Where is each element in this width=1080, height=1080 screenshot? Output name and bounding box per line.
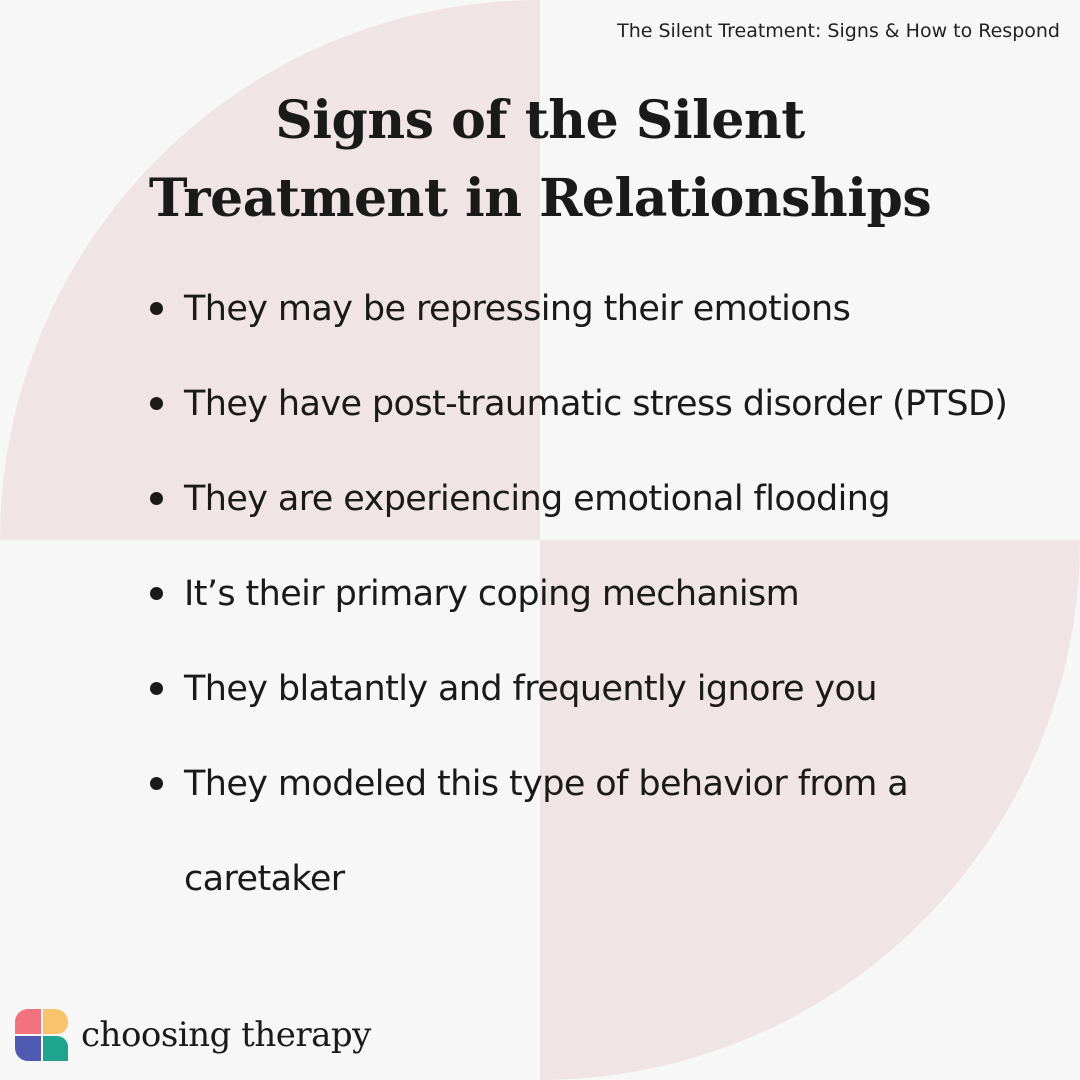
title-line-2: Treatment in Relationships <box>148 168 932 229</box>
sign-text: They modeled this type of behavior from … <box>184 764 909 899</box>
article-title-caption: The Silent Treatment: Signs & How to Res… <box>617 20 1060 42</box>
title-line-1: Signs of the Silent <box>275 90 805 151</box>
bullet-icon <box>150 587 163 600</box>
sign-text: They blatantly and frequently ignore you <box>184 669 878 709</box>
list-item: They blatantly and frequently ignore you <box>150 642 1030 737</box>
bullet-icon <box>150 397 163 410</box>
list-item: They may be repressing their emotions <box>150 262 1030 357</box>
sign-text: They may be repressing their emotions <box>184 289 851 329</box>
list-item: They are experiencing emotional flooding <box>150 452 1030 547</box>
choosing-therapy-logo-icon <box>15 1009 68 1061</box>
sign-text: They have post-traumatic stress disorder… <box>184 384 1008 424</box>
list-item: They have post-traumatic stress disorder… <box>150 357 1030 452</box>
brand-logo: choosing therapy <box>15 1008 371 1062</box>
bullet-icon <box>150 682 163 695</box>
bullet-icon <box>150 302 163 315</box>
bullet-icon <box>150 777 163 790</box>
sign-text: It’s their primary coping mechanism <box>184 574 800 614</box>
sign-text: They are experiencing emotional flooding <box>184 479 891 519</box>
signs-list: They may be repressing their emotions Th… <box>150 262 1030 927</box>
brand-name: choosing therapy <box>81 1015 371 1055</box>
page-title: Signs of the Silent Treatment in Relatio… <box>40 82 1040 238</box>
list-item: They modeled this type of behavior from … <box>150 737 1030 927</box>
bullet-icon <box>150 492 163 505</box>
list-item: It’s their primary coping mechanism <box>150 547 1030 642</box>
